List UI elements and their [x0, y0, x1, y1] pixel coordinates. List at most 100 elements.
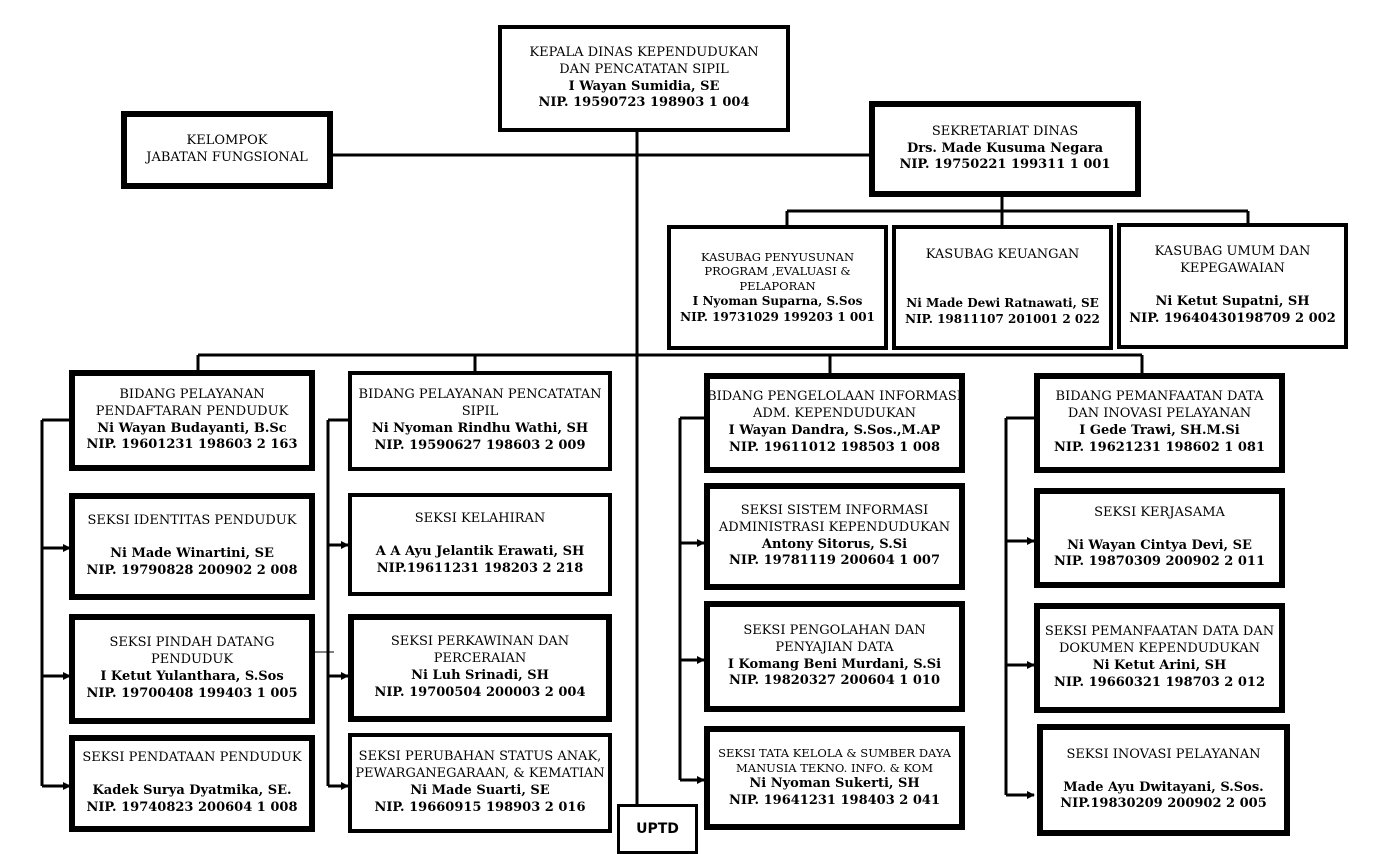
- seksi-title-1: SEKSI PENDATAAN PENDUDUK: [82, 750, 302, 766]
- seksi-inovasi-pelayanan-box: SEKSI INOVASI PELAYANAN Made Ayu Dwitaya…: [1037, 724, 1290, 836]
- bidang-title-1: BIDANG PELAYANAN: [119, 386, 265, 402]
- kepala-dinas-box: KEPALA DINAS KEPENDUDUKAN DAN PENCATATAN…: [498, 25, 790, 132]
- bidang-pemanfaatan-data-box: BIDANG PEMANFAATAN DATA DAN INOVASI PELA…: [1034, 373, 1285, 473]
- seksi-name: Ni Ketut Arini, SH: [1092, 658, 1227, 673]
- bidang-title-2: DAN INOVASI PELAYANAN: [1067, 406, 1252, 422]
- kasubag-title-2: KEPEGAWAIAN: [1180, 261, 1285, 277]
- seksi-name: I Komang Beni Murdani, S.Si: [727, 656, 942, 672]
- seksi-nip: NIP. 19781119 200604 1 007: [728, 553, 941, 569]
- bidang-title-1: BIDANG PELAYANAN PENCATATAN: [358, 387, 602, 403]
- kasubag-program-box: KASUBAG PENYUSUNAN PROGRAM ,EVALUASI & P…: [667, 225, 888, 350]
- bidang-pencatatan-sipil-box: BIDANG PELAYANAN PENCATATAN SIPIL Ni Nyo…: [348, 371, 612, 471]
- kepala-title-2: DAN PENCATATAN SIPIL: [559, 61, 729, 77]
- seksi-title-2: PERCERAIAN: [433, 651, 527, 667]
- seksi-title-1: SEKSI PINDAH DATANG: [109, 635, 275, 651]
- seksi-title-1: SEKSI PERKAWINAN DAN: [390, 634, 570, 650]
- fungsional-box: KELOMPOK JABATAN FUNGSIONAL: [121, 111, 333, 189]
- seksi-pindah-datang-box: SEKSI PINDAH DATANG PENDUDUK I Ketut Yul…: [69, 614, 315, 724]
- bidang-title-1: BIDANG PEMANFAATAN DATA: [1055, 389, 1264, 405]
- bidang-name: I Gede Trawi, SH.M.Si: [1079, 423, 1240, 438]
- seksi-title-1: SEKSI INOVASI PELAYANAN: [1066, 746, 1261, 762]
- bidang-pendaftaran-box: BIDANG PELAYANAN PENDAFTARAN PENDUDUK Ni…: [69, 370, 315, 471]
- seksi-title-2: DOKUMEN KEPENDUDUKAN: [1058, 641, 1261, 657]
- seksi-pengolahan-data-box: SEKSI PENGOLAHAN DAN PENYAJIAN DATA I Ko…: [704, 601, 965, 712]
- seksi-nip: NIP. 19660321 198703 2 012: [1053, 674, 1266, 690]
- seksi-title-1: SEKSI IDENTITAS PENDUDUK: [87, 513, 297, 529]
- kasubag-name: I Nyoman Suparna, S.Sos: [692, 294, 863, 309]
- seksi-title-2: PEWARGANEGARAAN, & KEMATIAN: [355, 766, 605, 782]
- bidang-title-2: SIPIL: [461, 404, 499, 420]
- bidang-title-2: ADM. KEPENDUDUKAN: [753, 406, 916, 422]
- seksi-name: Made Ayu Dwitayani, S.Sos.: [1063, 779, 1264, 795]
- seksi-name: Ni Wayan Cintya Devi, SE: [1067, 537, 1252, 553]
- bidang-nip: NIP. 19611012 198503 1 008: [728, 439, 941, 455]
- bidang-nip: NIP. 19621231 198602 1 081: [1053, 439, 1266, 455]
- seksi-name: Antony Sitorus, S.Si: [761, 536, 908, 552]
- seksi-nip: NIP. 19740823 200604 1 008: [86, 799, 298, 815]
- bidang-name: Ni Nyoman Rindhu Wathi, SH: [371, 421, 589, 436]
- seksi-nip: NIP.19830209 200902 2 005: [1060, 796, 1267, 812]
- uptd-box: UPTD: [617, 804, 698, 854]
- kasubag-title-3: PELAPORAN: [739, 279, 816, 294]
- kasubag-name: Ni Made Dewi Ratnawati, SE: [906, 296, 1099, 311]
- kasubag-title-1: KASUBAG PENYUSUNAN: [700, 249, 855, 264]
- uptd-label: UPTD: [636, 820, 679, 837]
- seksi-nip: NIP. 19641231 198403 2 041: [728, 792, 941, 808]
- bidang-title-1: BIDANG PENGELOLAAN INFORMASI: [707, 389, 962, 405]
- seksi-name: I Ketut Yulanthara, S.Sos: [100, 669, 284, 684]
- seksi-title-1: SEKSI PENGOLAHAN DAN: [743, 622, 926, 638]
- bidang-name: Ni Wayan Budayanti, B.Sc: [97, 420, 287, 436]
- seksi-nip: NIP. 19700504 200003 2 004: [374, 684, 586, 700]
- seksi-perkawinan-box: SEKSI PERKAWINAN DAN PERCERAIAN Ni Luh S…: [348, 614, 612, 722]
- seksi-kelahiran-box: SEKSI KELAHIRAN A A Ayu Jelantik Erawati…: [348, 493, 612, 596]
- seksi-tata-kelola-box: SEKSI TATA KELOLA & SUMBER DAYA MANUSIA …: [704, 726, 965, 830]
- kasubag-umum-box: KASUBAG UMUM DAN KEPEGAWAIAN Ni Ketut Su…: [1117, 223, 1348, 349]
- sekretariat-title: SEKRETARIAT DINAS: [931, 123, 1079, 139]
- seksi-nip: NIP. 19660915 198903 2 016: [374, 799, 586, 815]
- seksi-title-2: PENDUDUK: [150, 652, 234, 668]
- seksi-nip: NIP. 19790828 200902 2 008: [86, 562, 298, 578]
- seksi-identitas-box: SEKSI IDENTITAS PENDUDUK Ni Made Winarti…: [69, 493, 315, 600]
- seksi-name: Kadek Surya Dyatmika, SE.: [92, 783, 292, 799]
- seksi-kerjasama-box: SEKSI KERJASAMA Ni Wayan Cintya Devi, SE…: [1034, 488, 1285, 588]
- seksi-title-1: SEKSI KELAHIRAN: [414, 511, 546, 527]
- bidang-nip: NIP. 19601231 198603 2 163: [86, 437, 298, 453]
- fungsional-line-2: JABATAN FUNGSIONAL: [146, 150, 308, 165]
- kepala-name: I Wayan Sumidia, SE: [568, 78, 720, 94]
- kasubag-nip: NIP. 19640430198709 2 002: [1129, 310, 1336, 326]
- sekretariat-name: Drs. Made Kusuma Negara: [906, 140, 1104, 156]
- seksi-title-2: PENYAJIAN DATA: [775, 639, 894, 655]
- bidang-name: I Wayan Dandra, S.Sos.,M.AP: [728, 423, 941, 438]
- seksi-nip: NIP.19611231 198203 2 218: [376, 560, 584, 576]
- bidang-pengelolaan-informasi-box: BIDANG PENGELOLAAN INFORMASI ADM. KEPEND…: [704, 373, 965, 473]
- seksi-title-2: ADMINISTRASI KEPENDUDUKAN: [718, 519, 951, 535]
- sekretariat-box: SEKRETARIAT DINAS Drs. Made Kusuma Negar…: [869, 101, 1141, 197]
- seksi-name: Ni Luh Srinadi, SH: [411, 668, 549, 683]
- kasubag-nip: NIP. 19811107 201001 2 022: [905, 311, 1100, 326]
- seksi-pemanfaatan-dokumen-box: SEKSI PEMANFAATAN DATA DAN DOKUMEN KEPEN…: [1034, 603, 1285, 713]
- bidang-title-2: PENDAFTARAN PENDUDUK: [95, 403, 289, 419]
- seksi-title-1: SEKSI SISTEM INFORMASI: [740, 502, 929, 518]
- kasubag-keuangan-box: KASUBAG KEUANGAN Ni Made Dewi Ratnawati,…: [892, 225, 1113, 350]
- seksi-name: Ni Nyoman Sukerti, SH: [749, 776, 920, 792]
- seksi-perubahan-status-box: SEKSI PERUBAHAN STATUS ANAK, PEWARGANEGA…: [348, 733, 612, 833]
- kasubag-name: Ni Ketut Supatni, SH: [1155, 294, 1310, 309]
- kasubag-title-2: PROGRAM ,EVALUASI &: [704, 264, 851, 279]
- seksi-name: Ni Made Winartini, SE: [110, 546, 274, 562]
- seksi-nip: NIP. 19700408 199403 1 005: [86, 685, 298, 701]
- seksi-pendataan-box: SEKSI PENDATAAN PENDUDUK Kadek Surya Dya…: [69, 735, 315, 832]
- seksi-title-1: SEKSI KERJASAMA: [1094, 504, 1225, 520]
- seksi-name: A A Ayu Jelantik Erawati, SH: [375, 544, 585, 560]
- kasubag-nip: NIP. 19731029 199203 1 001: [680, 309, 875, 324]
- seksi-title-2: MANUSIA TEKNO. INFO. & KOM: [735, 761, 934, 776]
- seksi-title-1: SEKSI PEMANFAATAN DATA DAN: [1044, 624, 1275, 640]
- seksi-nip: NIP. 19820327 200604 1 010: [728, 673, 941, 689]
- seksi-sistem-informasi-box: SEKSI SISTEM INFORMASI ADMINISTRASI KEPE…: [704, 483, 965, 590]
- kasubag-title-1: KASUBAG UMUM DAN: [1154, 244, 1311, 260]
- kepala-title-1: KEPALA DINAS KEPENDUDUKAN: [529, 44, 759, 60]
- seksi-nip: NIP. 19870309 200902 2 011: [1053, 554, 1266, 570]
- seksi-title-1: SEKSI PERUBAHAN STATUS ANAK,: [358, 749, 602, 765]
- seksi-title-1: SEKSI TATA KELOLA & SUMBER DAYA: [718, 746, 951, 761]
- kasubag-title-1: KASUBAG KEUANGAN: [925, 247, 1080, 263]
